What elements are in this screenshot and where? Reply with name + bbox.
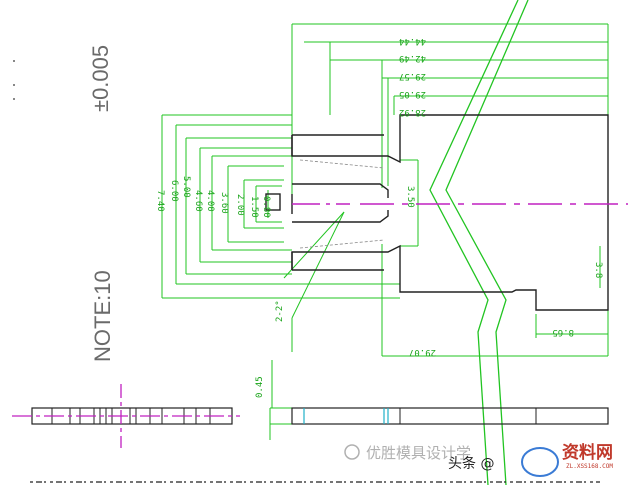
dim-label: 7.40 <box>155 190 165 212</box>
dim-label: 8.65 <box>552 327 574 337</box>
dim-label: 4.60 <box>193 190 203 212</box>
note-label: NOTE:10 <box>90 270 115 362</box>
dim-label: 29.05 <box>399 89 426 99</box>
dim-label: 0.80 <box>261 196 271 218</box>
dim-label: 42.49 <box>399 53 426 63</box>
site-logo-icon <box>521 447 559 477</box>
dim-label: 4.00 <box>205 190 215 212</box>
dim-label: 29.57 <box>399 71 426 81</box>
dim-label: 3.50 <box>405 186 415 208</box>
watermark-source: 头条 @ <box>448 455 494 472</box>
watermark-text: 优胜模具设计学 <box>366 444 471 462</box>
left-side-view <box>12 384 240 448</box>
watermark: 优胜模具设计学 头条 @ 资料网 ZL.XSS168.COM <box>344 442 613 477</box>
dimension-lines <box>161 23 609 440</box>
dim-label: 3.8 <box>593 262 603 278</box>
tolerance-label: ±0.005 <box>88 45 113 112</box>
dimension-labels: 44.44 42.49 29.57 29.05 28.92 7.40 6.00 … <box>155 36 603 398</box>
dim-label: 5.00 <box>181 176 191 198</box>
taper-lines <box>299 159 385 249</box>
dim-label: 3.60 <box>219 192 229 214</box>
site-url: ZL.XSS168.COM <box>566 463 613 470</box>
dim-label: 2.00 <box>235 194 245 216</box>
dim-label: 2-2° <box>275 300 285 322</box>
dim-label: 29.07 <box>409 347 436 357</box>
dim-label: 44.44 <box>399 36 426 46</box>
dim-label: 0.45 <box>255 376 265 398</box>
wechat-icon <box>344 444 360 460</box>
break-lines <box>429 0 529 485</box>
part-outline <box>265 114 609 311</box>
site-name: 资料网 <box>562 442 613 463</box>
dim-label: 28.92 <box>399 107 426 117</box>
dim-label: 1.50 <box>249 196 259 218</box>
right-side-view <box>291 407 609 425</box>
dim-label: 6.00 <box>169 180 179 202</box>
